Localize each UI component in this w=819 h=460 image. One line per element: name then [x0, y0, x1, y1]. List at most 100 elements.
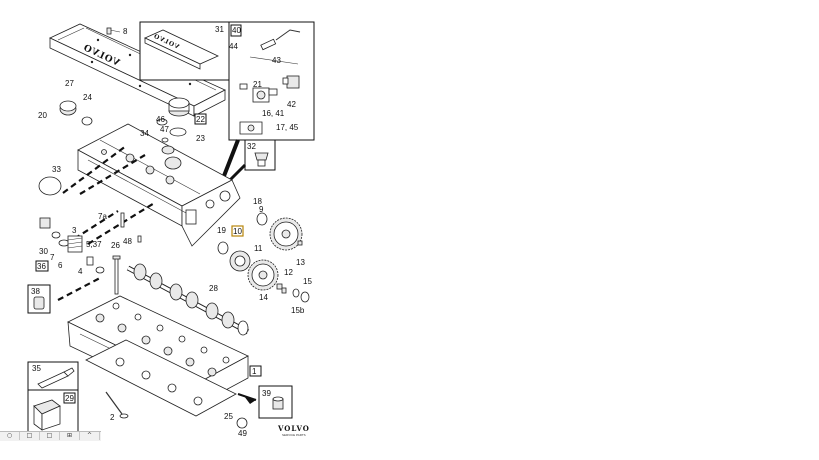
valve-housing-part-16 — [252, 87, 278, 103]
label-16-41[interactable]: 16, 41 — [262, 109, 285, 118]
label-8[interactable]: 8 — [123, 27, 128, 36]
plug-part-38 — [33, 296, 45, 310]
seal-part-49 — [236, 417, 248, 429]
bolt-part-12 — [276, 283, 283, 290]
label-47[interactable]: 47 — [160, 125, 169, 134]
valve-cover[interactable]: VOLVO — [49, 23, 226, 117]
label-14[interactable]: 14 — [259, 293, 268, 302]
label-15[interactable]: 15 — [303, 277, 312, 286]
plug-part-15 — [300, 291, 310, 303]
label-32[interactable]: 32 — [247, 142, 256, 151]
label-29[interactable]: 29 — [65, 394, 74, 403]
plug-part-32 — [254, 152, 269, 167]
thumbnail-strip: ○ □ □ ⊞ ^ — [0, 431, 101, 441]
label-38[interactable]: 38 — [31, 287, 40, 296]
label-28[interactable]: 28 — [209, 284, 218, 293]
vvt-unit-part-10 — [229, 250, 251, 272]
label-21[interactable]: 21 — [253, 80, 262, 89]
label-46[interactable]: 46 — [156, 115, 165, 124]
screw-part-21 — [239, 83, 248, 90]
camshaft-sprocket-part-11 — [247, 259, 279, 291]
label-19[interactable]: 19 — [217, 226, 226, 235]
bolt-part-48 — [137, 235, 142, 243]
label-11[interactable]: 11 — [254, 244, 263, 253]
label-box-10 — [231, 225, 244, 237]
label-44[interactable]: 44 — [229, 42, 238, 51]
label-24[interactable]: 24 — [83, 93, 92, 102]
gasket-kit-part-29 — [33, 399, 61, 431]
bolt-part-13 — [297, 240, 303, 246]
seal-part-23 — [169, 127, 187, 137]
bolt-part-14 — [281, 287, 287, 294]
retainer-part-6 — [58, 239, 70, 247]
label-box-29 — [63, 392, 76, 404]
label-15b[interactable]: 15b — [291, 306, 305, 315]
label-9[interactable]: 9 — [259, 205, 264, 214]
label-25[interactable]: 25 — [224, 412, 233, 421]
label-12[interactable]: 12 — [284, 268, 293, 277]
label-23[interactable]: 23 — [196, 134, 205, 143]
camshaft-part-28[interactable] — [126, 263, 250, 336]
brand-logo: VOLVO — [277, 424, 310, 433]
thumbnail-icon[interactable]: ⊞ — [60, 432, 80, 440]
label-34[interactable]: 34 — [140, 129, 149, 138]
oring-part-34 — [161, 137, 169, 143]
scroll-up-icon[interactable]: ^ — [80, 432, 100, 440]
label-7a[interactable]: 7a — [98, 212, 107, 221]
head-gasket — [85, 339, 237, 417]
label-49[interactable]: 49 — [238, 429, 247, 438]
camshaft-sprocket-part-9 — [269, 217, 303, 251]
seal-part-15b — [292, 288, 300, 298]
seal-part-5 — [86, 256, 94, 266]
tappet-part-30 — [39, 217, 51, 229]
label-10[interactable]: 10 — [233, 227, 242, 236]
label-4[interactable]: 4 — [78, 267, 83, 276]
seal-part-24 — [81, 116, 93, 126]
seal-part-19 — [217, 241, 229, 255]
label-box-22 — [194, 113, 207, 125]
label-22[interactable]: 22 — [196, 115, 205, 124]
camshaft-housing[interactable] — [77, 123, 241, 247]
label-7[interactable]: 7 — [50, 253, 55, 262]
connector-part-42 — [282, 75, 300, 89]
label-box-36 — [35, 260, 49, 272]
screw-part-7a — [120, 212, 125, 228]
label-box-1 — [249, 365, 262, 377]
label-26[interactable]: 26 — [111, 241, 120, 250]
oil-cap-part-22 — [168, 97, 190, 117]
label-40[interactable]: 40 — [232, 26, 241, 35]
label-43[interactable]: 43 — [272, 56, 281, 65]
label-35[interactable]: 35 — [32, 364, 41, 373]
label-18[interactable]: 18 — [253, 197, 262, 206]
label-13[interactable]: 13 — [296, 258, 305, 267]
label-box-40 — [230, 24, 242, 37]
label-17-45[interactable]: 17, 45 — [276, 123, 299, 132]
label-1[interactable]: 1 — [252, 367, 257, 376]
shim-part-7 — [51, 231, 61, 239]
label-48[interactable]: 48 — [123, 237, 132, 246]
cover-gasket-part-31: VOLVO — [144, 29, 219, 70]
label-6[interactable]: 6 — [58, 261, 63, 270]
sealant-tube-part-35 — [37, 367, 75, 389]
label-27[interactable]: 27 — [65, 79, 74, 88]
bracket-part-17 — [239, 121, 263, 135]
label-30[interactable]: 30 — [39, 247, 48, 256]
label-33[interactable]: 33 — [52, 165, 61, 174]
washer-part-4 — [95, 266, 105, 274]
label-2[interactable]: 2 — [110, 413, 115, 422]
label-39[interactable]: 39 — [262, 389, 271, 398]
label-36[interactable]: 36 — [37, 262, 46, 271]
search-icon[interactable]: ○ — [0, 432, 20, 440]
seal-part-46 — [156, 118, 168, 126]
label-3[interactable]: 3 — [72, 226, 77, 235]
label-20[interactable]: 20 — [38, 111, 47, 120]
seal-part-18 — [256, 212, 268, 226]
label-5-37[interactable]: 5,37 — [86, 240, 102, 249]
thumbnail-icon[interactable]: □ — [40, 432, 60, 440]
bolt-part-8 — [106, 27, 112, 35]
label-42[interactable]: 42 — [287, 100, 296, 109]
thumbnail-icon[interactable]: □ — [20, 432, 40, 440]
label-31[interactable]: 31 — [215, 25, 224, 34]
cap-part-20 — [59, 100, 77, 116]
